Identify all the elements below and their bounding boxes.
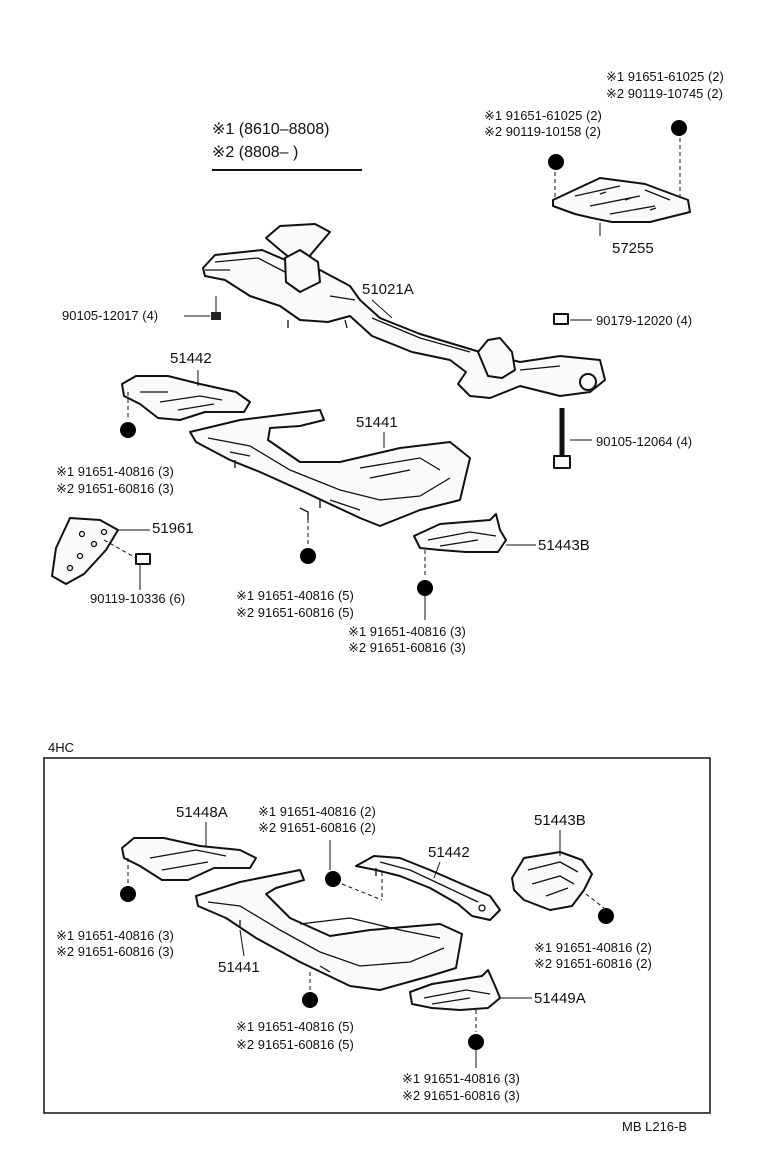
note-51441-lower-1: ※1 91651-40816 (5)	[236, 1019, 354, 1034]
bolt-marker: B	[120, 422, 136, 438]
legend-line-2: ※2 (8808– )	[212, 144, 298, 161]
bolt-marker: B	[120, 886, 136, 902]
label-51443B-lower: 51443B	[534, 812, 586, 829]
nut-right-drawing	[553, 313, 592, 325]
section-label-4HC: 4HC	[48, 740, 74, 755]
note-51449A-2: ※2 91651-60816 (3)	[402, 1088, 520, 1103]
label-51441: 51441	[356, 414, 398, 431]
bolt-marker: B	[468, 1034, 484, 1050]
legend: ※1 (8610–8808) ※2 (8808– )	[212, 121, 362, 171]
bolt-marker: B	[598, 908, 614, 924]
part-51448A-drawing	[121, 837, 257, 881]
part-51961-drawing	[51, 517, 151, 590]
svg-text:B: B	[329, 874, 336, 885]
label-bolt-90105-12064: 90105-12064 (4)	[596, 434, 692, 449]
note-51442-lower-2: ※2 91651-60816 (2)	[258, 820, 376, 835]
note-57255-a2: ※2 90119-10745 (2)	[606, 86, 723, 101]
note-51449A-1: ※1 91651-40816 (3)	[402, 1071, 520, 1086]
part-51441-lower-drawing	[195, 869, 463, 991]
label-bolt-90105-12017: 90105-12017 (4)	[62, 308, 158, 323]
label-51443B: 51443B	[538, 537, 590, 554]
note-57255-a1: ※1 91651-61025 (2)	[606, 69, 724, 84]
part-51021A-drawing	[202, 223, 606, 399]
label-51442: 51442	[170, 350, 212, 367]
note-51443B-1: ※1 91651-40816 (3)	[348, 624, 466, 639]
svg-text:B: B	[124, 425, 131, 436]
note-51441-2: ※2 91651-60816 (5)	[236, 605, 354, 620]
bolt-marker: B	[671, 120, 687, 136]
label-51441-lower: 51441	[218, 959, 260, 976]
label-nut-90179-12020: 90179-12020 (4)	[596, 313, 692, 328]
svg-text:B: B	[421, 583, 428, 594]
note-51442-2: ※2 91651-60816 (3)	[56, 481, 174, 496]
note-51443B-2: ※2 91651-60816 (3)	[348, 640, 466, 655]
bolt-right-drawing	[553, 408, 592, 469]
bolt-marker: B	[300, 548, 316, 564]
svg-text:B: B	[552, 157, 559, 168]
note-51441-1: ※1 91651-40816 (5)	[236, 588, 354, 603]
note-51442-lower-1: ※1 91651-40816 (2)	[258, 804, 376, 819]
bolt-left-drawing	[184, 296, 221, 320]
label-51442-lower: 51442	[428, 844, 470, 861]
note-51443B-lower-1: ※1 91651-40816 (2)	[534, 940, 652, 955]
note-51443B-lower-2: ※2 91651-60816 (2)	[534, 956, 652, 971]
note-51448A-1: ※1 91651-40816 (3)	[56, 928, 174, 943]
label-51021A: 51021A	[362, 281, 414, 298]
label-51449A: 51449A	[534, 990, 586, 1007]
label-51448A: 51448A	[176, 804, 228, 821]
part-51441-drawing	[189, 409, 471, 527]
part-51442-lower-drawing	[355, 855, 501, 921]
svg-text:B: B	[602, 911, 609, 922]
label-bolt-90119-10336: 90119-10336 (6)	[90, 591, 185, 606]
label-51961: 51961	[152, 520, 194, 537]
note-57255-b1: ※1 91651-61025 (2)	[484, 108, 602, 123]
svg-text:B: B	[472, 1037, 479, 1048]
section-frame-4HC	[43, 757, 711, 1114]
note-51448A-2: ※2 91651-60816 (3)	[56, 944, 174, 959]
svg-text:B: B	[304, 551, 311, 562]
note-51441-lower-2: ※2 91651-60816 (5)	[236, 1037, 354, 1052]
part-51443B-drawing	[413, 513, 507, 553]
part-51442-drawing	[121, 375, 251, 421]
svg-text:B: B	[306, 995, 313, 1006]
note-51442-1: ※1 91651-40816 (3)	[56, 464, 174, 479]
label-57255: 57255	[612, 240, 654, 257]
footer-code: MB L216-B	[622, 1119, 687, 1134]
bolt-marker: B	[302, 992, 318, 1008]
part-51443B-lower-drawing	[511, 851, 593, 911]
part-57255-drawing	[552, 138, 691, 236]
bolt-marker: B	[548, 154, 564, 170]
svg-text:B: B	[675, 123, 682, 134]
note-57255-b2: ※2 90119-10158 (2)	[484, 124, 601, 139]
bolt-marker: B	[325, 871, 341, 887]
svg-text:B: B	[124, 889, 131, 900]
legend-line-1: ※1 (8610–8808)	[212, 121, 330, 138]
bolt-marker: B	[417, 580, 433, 596]
